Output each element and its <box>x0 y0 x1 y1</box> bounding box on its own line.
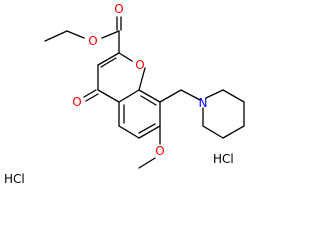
bond-o-methyl <box>138 157 156 169</box>
bond-c2-c3 <box>97 52 120 66</box>
bond-o-ch2 <box>66 30 85 39</box>
bond-pip-1 <box>222 89 245 103</box>
bond-ch2-ch3 <box>44 30 68 42</box>
bond-c4-c4a <box>97 89 120 103</box>
atom-o-ring: O <box>135 58 144 72</box>
bond-pip-4 <box>202 125 224 139</box>
bond-c6-c5 <box>118 125 140 139</box>
bond-c2-c3-inner <box>100 57 117 68</box>
salt-hcl-left: HCl <box>4 172 25 186</box>
bond-c8-ch2 <box>159 89 182 103</box>
bond-c8a-c8 <box>138 89 161 103</box>
atom-n-piperidine: N <box>199 96 208 110</box>
bond-o1-c8a <box>138 67 146 91</box>
atom-o-ketone: O <box>72 95 81 109</box>
bond-c4a-c8a <box>118 89 140 103</box>
bond-ester-c-o <box>101 30 120 39</box>
molecule-drawing: O O O O O N HCl HCl <box>4 2 245 186</box>
bonds <box>44 16 245 169</box>
bond-n-pip-a <box>205 89 224 99</box>
atom-o-ester: O <box>88 34 97 48</box>
bond-c8a-c8-inner <box>140 95 157 106</box>
atom-o-carbonyl-ester: O <box>114 2 123 16</box>
bond-pip-3 <box>222 125 245 139</box>
structure-canvas: O O O O O N HCl HCl <box>4 2 245 186</box>
bond-c2-o1 <box>118 52 133 62</box>
bond-c4-ketone-b <box>85 93 99 102</box>
bond-c4-ketone-a <box>83 89 97 98</box>
bond-c7-c6-inner <box>138 123 156 134</box>
bond-c7-c6 <box>138 125 161 139</box>
atom-o-methoxy: O <box>155 144 164 158</box>
bond-ch2-n <box>180 89 201 101</box>
salt-hcl-right: HCl <box>213 152 234 166</box>
atom-labels: O O O O O N HCl HCl <box>4 2 234 186</box>
